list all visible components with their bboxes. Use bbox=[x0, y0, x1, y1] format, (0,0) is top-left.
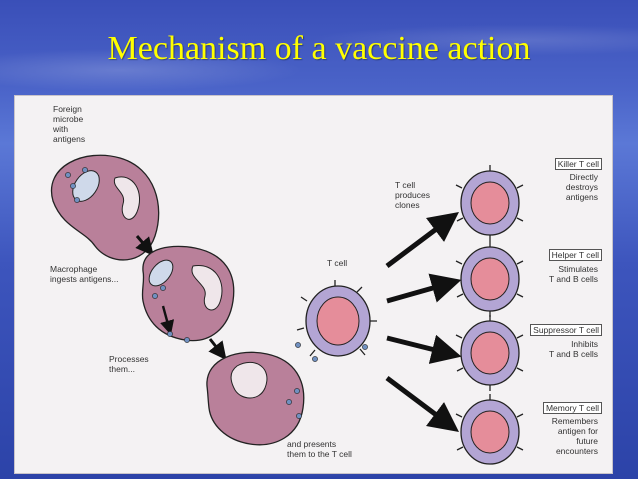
clone-killer-t-cell bbox=[455, 165, 524, 241]
macrophage-stage-1 bbox=[50, 154, 160, 261]
clone-arrows bbox=[385, 212, 462, 432]
label-presents: and presents them to the T cell bbox=[287, 439, 352, 459]
diagram-canvas bbox=[50, 154, 524, 465]
killer-t-cell-label: Killer T cell bbox=[554, 158, 602, 170]
arrow-ingest bbox=[135, 235, 154, 256]
label-macrophage: Macrophage ingests antigens... bbox=[50, 264, 119, 284]
suppressor-t-cell-description: Inhibits T and B cells bbox=[549, 339, 598, 359]
clone-helper-t-cell bbox=[455, 241, 524, 317]
memory-t-cell-label: Memory T cell bbox=[542, 402, 602, 414]
arrow-process bbox=[208, 338, 227, 361]
suppressor-t-cell-label: Suppressor T cell bbox=[530, 324, 602, 336]
clone-memory-t-cell bbox=[455, 394, 524, 465]
central-t-cell bbox=[295, 280, 377, 362]
clone-suppressor-t-cell bbox=[455, 315, 524, 391]
label-processes: Processes them... bbox=[109, 354, 149, 374]
helper-t-cell-label: Helper T cell bbox=[548, 249, 602, 261]
helper-t-cell-description: Stimulates T and B cells bbox=[549, 264, 598, 284]
memory-t-cell-description: Remembers antigen for future encounters bbox=[551, 416, 598, 456]
label-t-cell-clones: T cell produces clones bbox=[395, 180, 430, 210]
diagram-figure: Foreign microbe with antigens Macrophage… bbox=[14, 95, 613, 474]
macrophage-stage-2 bbox=[141, 245, 235, 343]
label-foreign-microbe: Foreign microbe with antigens bbox=[53, 104, 86, 144]
label-t-cell: T cell bbox=[327, 258, 348, 268]
slide-title: Mechanism of a vaccine action bbox=[107, 30, 531, 67]
macrophage-stage-3 bbox=[206, 351, 305, 446]
killer-t-cell-description: Directly destroys antigens bbox=[565, 172, 598, 202]
